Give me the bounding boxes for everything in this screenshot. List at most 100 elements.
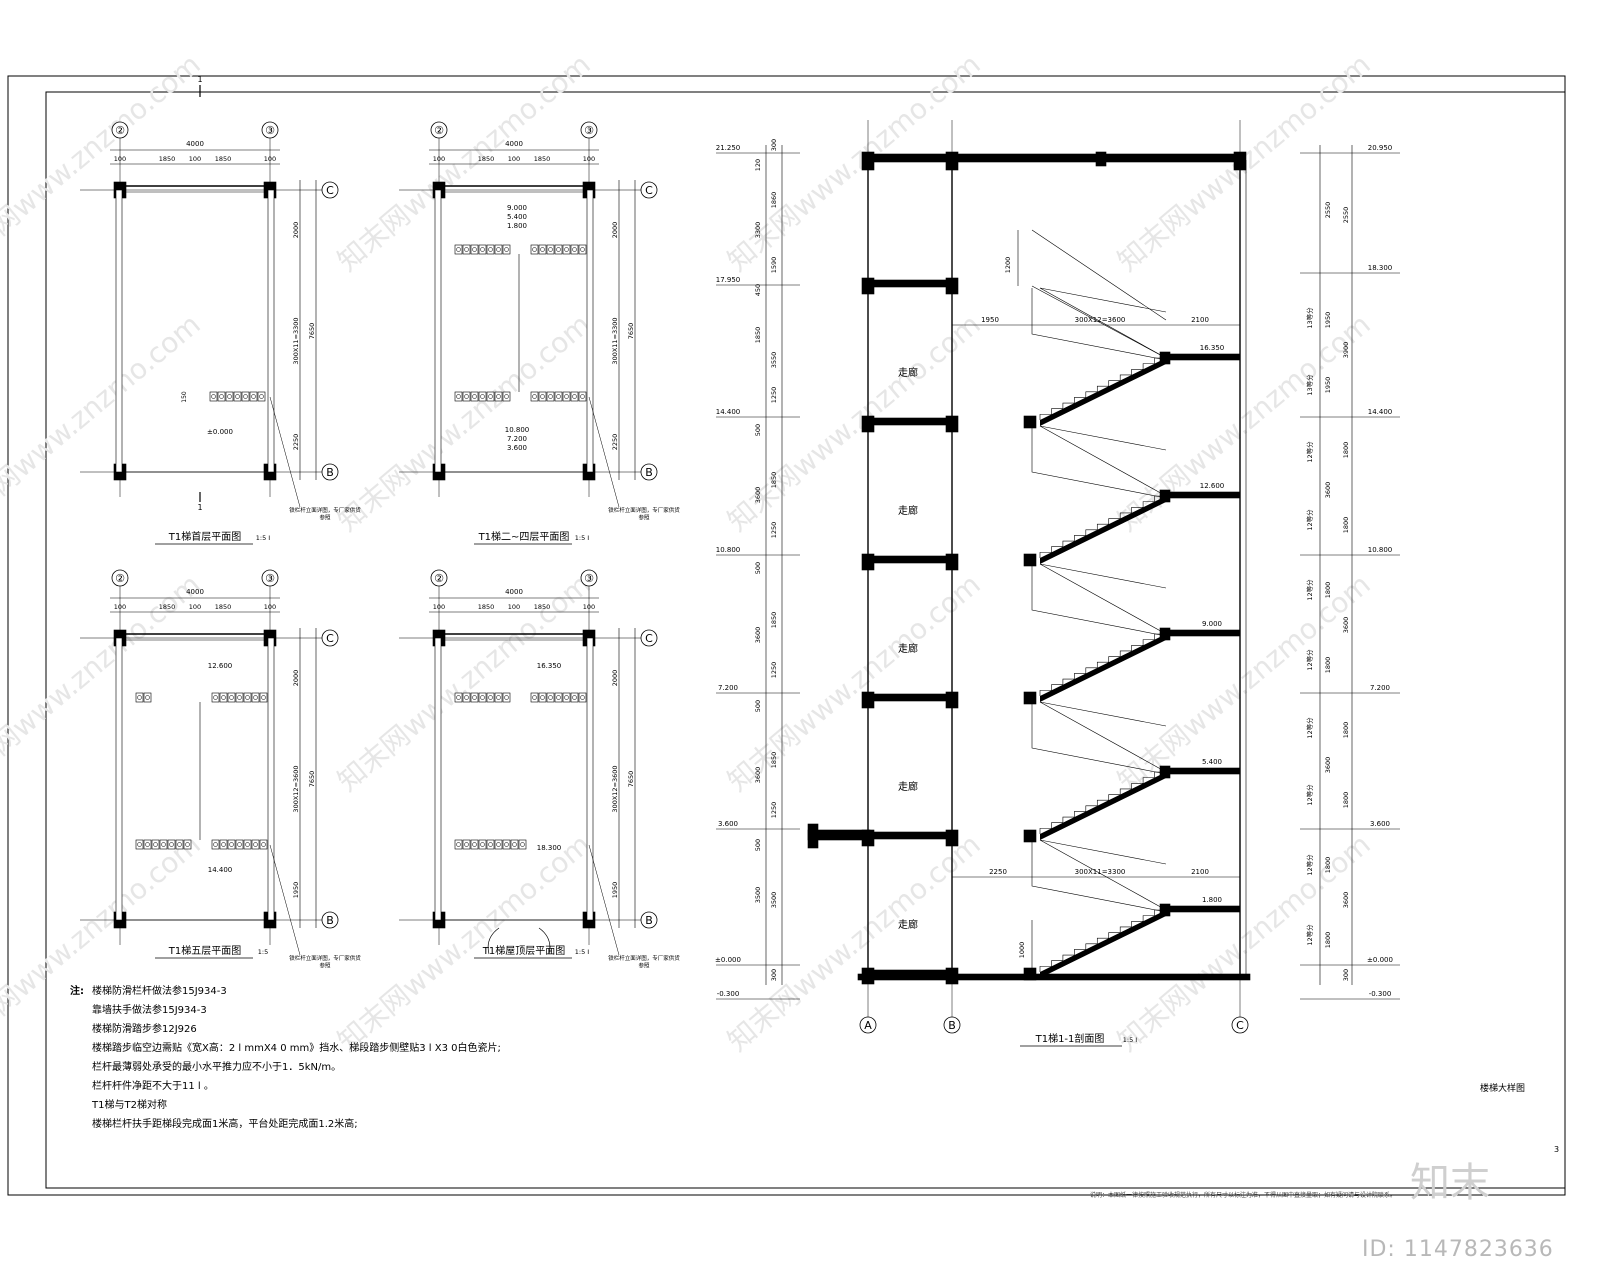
section-grid-bubble-label: C — [1236, 1019, 1244, 1032]
tread-marker — [486, 839, 495, 850]
dimension-segment: 100 — [433, 603, 445, 611]
left-dimension: 120 — [754, 159, 762, 171]
roof-slab — [863, 153, 1245, 163]
tread-marker — [570, 391, 579, 402]
tread-marker — [578, 244, 587, 255]
tread-hole — [221, 842, 226, 847]
tread-hole — [145, 842, 150, 847]
stair-flight-outline — [1039, 839, 1167, 911]
stair-beam — [1023, 967, 1037, 981]
column — [945, 829, 959, 847]
left-dimension: 450 — [754, 284, 762, 296]
left-dimension: 3600 — [754, 487, 762, 504]
wall — [115, 189, 123, 473]
left-dimension: 3600 — [754, 767, 762, 784]
tread-hole — [580, 247, 585, 252]
tread-marker — [470, 839, 479, 850]
tread-marker — [243, 692, 252, 703]
image-id: ID: 1147823636 — [1362, 1237, 1554, 1262]
wall — [586, 189, 594, 473]
left-dimension: 1860 — [770, 192, 778, 209]
dimension-segment: 1850 — [215, 603, 232, 611]
level-mark: 5.400 — [507, 213, 527, 221]
step-count: 12等分 — [1305, 579, 1314, 601]
tread-marker — [454, 839, 463, 850]
note-line-6: 栏杆杆件净距不大于11 l 。 — [92, 1081, 214, 1092]
stair-steps — [1039, 495, 1166, 558]
dimension-segment: 300X12=3600 — [292, 765, 300, 812]
tread-marker — [159, 839, 168, 850]
right-level: 7.200 — [1370, 684, 1390, 692]
landing-level: 9.000 — [1202, 620, 1222, 628]
tread-hole — [464, 842, 469, 847]
left-dimension: 1250 — [770, 662, 778, 679]
right-dimension: 1800 — [1342, 792, 1350, 809]
tread-marker — [227, 839, 236, 850]
tread-marker — [502, 692, 511, 703]
room-label: 走廊 — [898, 366, 918, 379]
leader-line — [269, 396, 301, 508]
right-level: 18.300 — [1368, 264, 1393, 272]
left-dimension: 3600 — [754, 627, 762, 644]
tread-hole — [488, 247, 493, 252]
tread-marker — [217, 391, 226, 402]
leader-note: 参照 — [638, 962, 650, 970]
right-dimension: 1800 — [1342, 722, 1350, 739]
dimension-segment: 100 — [114, 603, 126, 611]
tread-hole — [185, 842, 190, 847]
column — [861, 553, 875, 571]
tread-hole — [572, 247, 577, 252]
leader-note: 参照 — [319, 962, 331, 970]
floor-slab — [863, 279, 957, 288]
tread-hole — [504, 247, 509, 252]
column — [945, 553, 959, 571]
tread-hole — [472, 247, 477, 252]
tread-hole — [496, 247, 501, 252]
tread-marker — [502, 391, 511, 402]
tread-hole — [556, 695, 561, 700]
tread-marker — [546, 692, 555, 703]
step-count: 12等分 — [1305, 924, 1314, 946]
tread-hole — [259, 394, 264, 399]
step-count: 12等分 — [1305, 717, 1314, 739]
leader-line — [588, 396, 620, 508]
tread-marker — [518, 839, 527, 850]
tread-marker — [175, 839, 184, 850]
level-mark: 10.800 — [505, 426, 530, 434]
tread-marker — [478, 244, 487, 255]
tread-marker — [546, 244, 555, 255]
tread-marker — [478, 692, 487, 703]
tread-hole — [253, 842, 258, 847]
dimension-segment: 300X12=3600 — [611, 765, 619, 812]
tread-marker — [530, 391, 539, 402]
stair-flight-outline — [1039, 701, 1167, 773]
right-dimension: 3600 — [1342, 892, 1350, 909]
tread-hole — [556, 394, 561, 399]
dimension-total: 4000 — [505, 588, 523, 596]
grid-bubble-top-label: C — [645, 184, 653, 197]
left-dimension: 3550 — [770, 352, 778, 369]
small-dimension: 150 — [181, 391, 188, 403]
tread-marker — [486, 692, 495, 703]
tread-hole — [245, 695, 250, 700]
tread-hole — [221, 695, 226, 700]
tread-hole — [229, 695, 234, 700]
tread-marker — [538, 692, 547, 703]
tread-marker — [530, 244, 539, 255]
step-count: 12等分 — [1305, 509, 1314, 531]
dimension-segment: 1850 — [478, 155, 495, 163]
tread-marker — [211, 692, 220, 703]
tread-hole — [472, 842, 477, 847]
tread-hole — [464, 695, 469, 700]
note-line-1: 注:楼梯防滑栏杆做法参15J934-3 — [70, 986, 227, 997]
left-dimension: 300 — [770, 969, 778, 981]
tread-marker — [209, 391, 218, 402]
tread-marker — [251, 839, 260, 850]
rail-dim: 1200 — [1004, 257, 1012, 274]
wall — [115, 637, 123, 921]
dimension-total: 4000 — [505, 140, 523, 148]
tread-marker — [454, 244, 463, 255]
dimension-segment: 1850 — [478, 603, 495, 611]
